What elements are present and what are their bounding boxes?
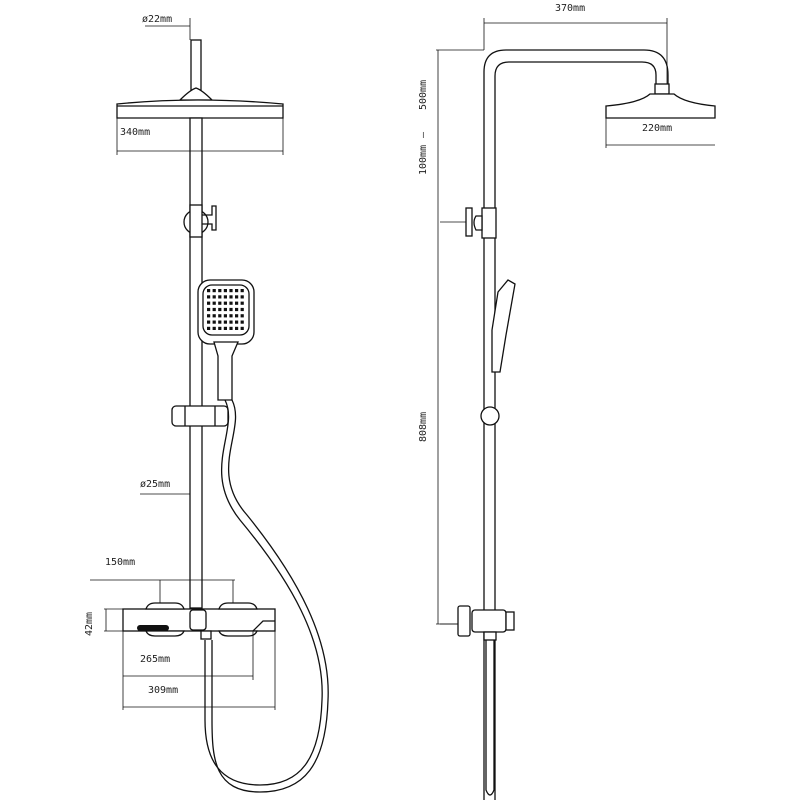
nozzle	[223, 289, 227, 293]
nozzle	[207, 307, 211, 312]
side-hand-shower	[491, 279, 516, 373]
side-mixer	[471, 609, 507, 633]
front-view: ø22mm 340mm ø25mm 150mm 42mm 265mm 309mm	[84, 14, 329, 793]
dim-top-pipe-diameter: ø22mm	[142, 14, 172, 25]
shower-arm	[483, 49, 669, 800]
mixer-knob-left	[145, 602, 185, 637]
slider-bracket	[171, 405, 229, 427]
dim-side-head-diameter: 220mm	[642, 123, 672, 134]
nozzle	[212, 289, 216, 293]
nozzle	[212, 320, 216, 324]
dim-knob-spacing: 150mm	[105, 557, 135, 568]
nozzle	[212, 326, 216, 330]
nozzle	[223, 307, 227, 312]
nozzle	[229, 295, 233, 299]
nozzle	[218, 301, 222, 305]
top-pipe	[190, 39, 202, 91]
dim-mixer-height: 42mm	[84, 612, 95, 636]
nozzle	[218, 320, 222, 324]
nozzle	[223, 320, 227, 324]
nozzle	[240, 301, 244, 305]
side-diverter-valve	[481, 207, 497, 239]
nozzle	[240, 295, 244, 299]
dim-head-diameter: 340mm	[120, 127, 150, 138]
dim-height-adjust-min: 100mm	[418, 145, 429, 175]
dim-height-adjust-sep: —	[418, 131, 429, 138]
side-rain-head	[605, 93, 716, 119]
nozzle	[207, 295, 211, 299]
dim-arm-reach: 370mm	[555, 3, 585, 14]
dim-rail-diameter: ø25mm	[140, 479, 170, 490]
nozzle	[229, 289, 233, 293]
nozzle	[229, 307, 233, 312]
head-connector	[178, 87, 214, 101]
nozzle	[207, 289, 211, 293]
nozzle	[229, 301, 233, 305]
hand-shower-nozzles	[207, 289, 244, 330]
nozzle	[240, 314, 244, 318]
nozzle	[207, 314, 211, 318]
rain-shower-head	[116, 99, 284, 119]
nozzle	[235, 320, 239, 324]
nozzle	[229, 326, 233, 330]
side-view: 370mm 220mm 500mm — 100mm 808mm	[418, 3, 716, 800]
nozzle	[207, 301, 211, 305]
mixer-outlet	[137, 625, 169, 631]
nozzle	[212, 301, 216, 305]
nozzle	[240, 289, 244, 293]
nozzle	[240, 320, 244, 324]
nozzle	[207, 320, 211, 324]
nozzle	[212, 307, 216, 312]
nozzle	[218, 289, 222, 293]
side-slider	[480, 406, 500, 426]
dim-height-adjust-max: 500mm	[418, 80, 429, 110]
dim-mixer-width-total: 309mm	[148, 685, 178, 696]
nozzle	[223, 326, 227, 330]
nozzle	[218, 314, 222, 318]
nozzle	[223, 314, 227, 318]
nozzle	[229, 314, 233, 318]
nozzle	[240, 307, 244, 312]
nozzle	[223, 295, 227, 299]
hand-shower-handle	[213, 341, 239, 401]
dim-rail-height: 808mm	[418, 412, 429, 442]
nozzle	[218, 295, 222, 299]
nozzle	[235, 295, 239, 299]
arm-nut	[654, 83, 670, 95]
nozzle	[235, 301, 239, 305]
nozzle	[223, 301, 227, 305]
nozzle	[229, 320, 233, 324]
nozzle	[235, 314, 239, 318]
shower-rail	[189, 117, 203, 609]
nozzle	[218, 326, 222, 330]
nozzle	[235, 289, 239, 293]
shower-hose	[204, 399, 323, 786]
nozzle	[235, 307, 239, 312]
nozzle	[212, 295, 216, 299]
nozzle	[207, 326, 211, 330]
nozzle	[240, 326, 244, 330]
nozzle	[218, 307, 222, 312]
nozzle	[235, 326, 239, 330]
nozzle	[212, 314, 216, 318]
dim-mixer-width-inner: 265mm	[140, 654, 170, 665]
